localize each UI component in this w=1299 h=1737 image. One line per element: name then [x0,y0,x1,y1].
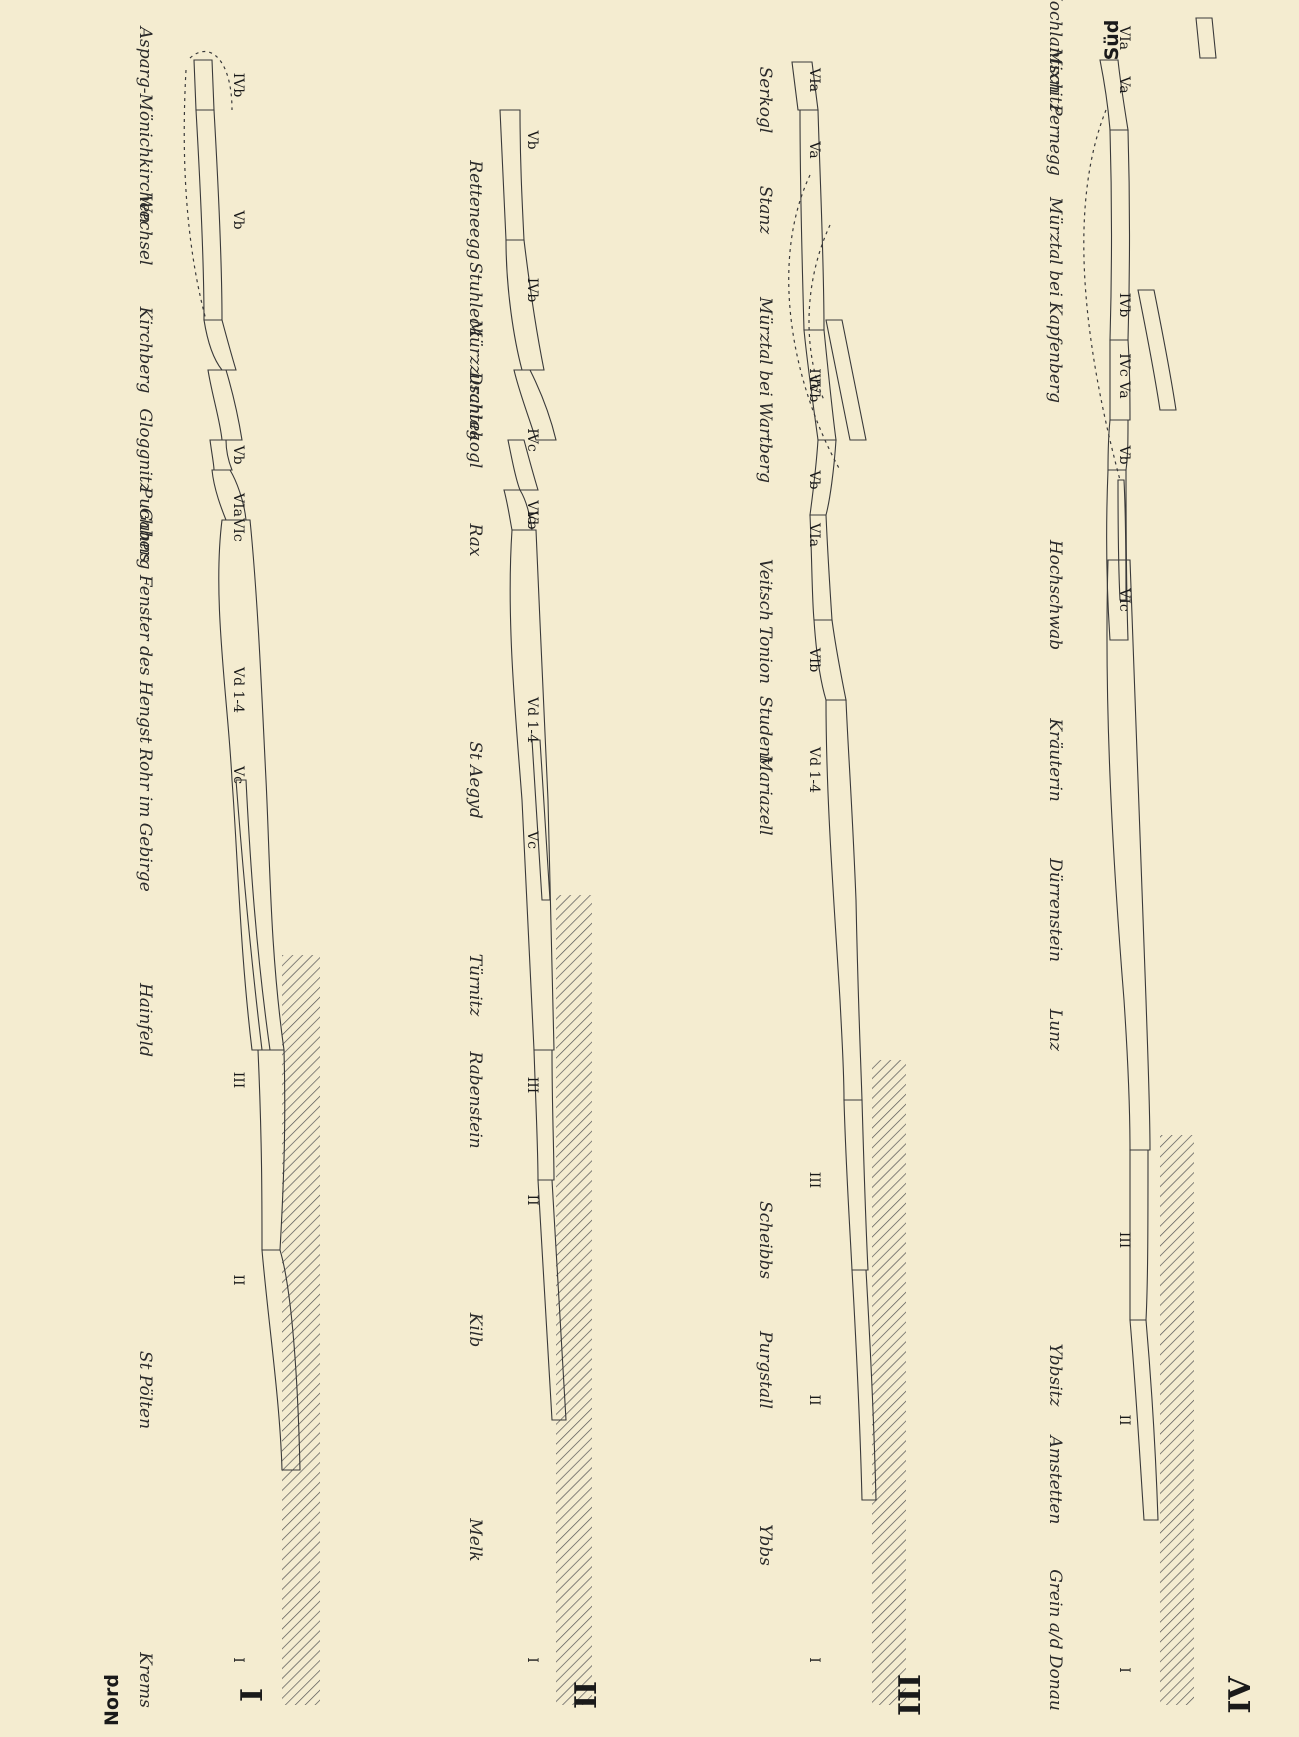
section-label-II: II [569,1681,604,1709]
section-label-I: I [235,1688,270,1702]
section-label-III: III [893,1674,928,1716]
section-label-IV: IV [1223,1676,1258,1714]
